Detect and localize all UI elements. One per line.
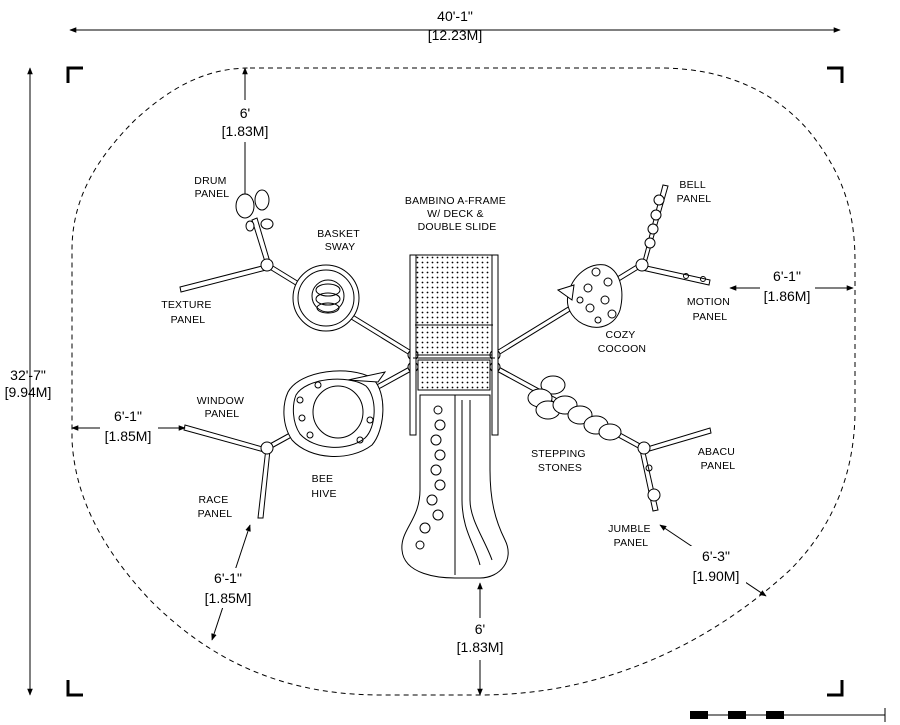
abacu-panel-label: ABACU PANEL xyxy=(698,446,738,472)
cozy-cocoon-label: COZY COCOON xyxy=(598,329,646,355)
window-panel-label: WINDOW PANEL xyxy=(197,395,247,420)
depth-dimension-label: 32'-7" xyxy=(10,367,46,383)
component-labels: BAMBINO A-FRAME W/ DECK & DOUBLE SLIDE D… xyxy=(161,175,738,549)
bee-hive-label: BEE HIVE xyxy=(311,473,336,500)
use-zone-boundary xyxy=(71,67,856,696)
right-clearance-label: 6'-1" xyxy=(773,268,801,284)
width-dimension-label: 40'-1" xyxy=(437,8,473,24)
top-clearance-label: 6' xyxy=(240,105,250,121)
left-clearance-metric: [1.85M] xyxy=(105,428,152,444)
bell-panel-label: BELL PANEL xyxy=(677,179,712,205)
drum-panel-label: DRUM PANEL xyxy=(194,175,229,200)
lower-left-clearance-label: 6'-1" xyxy=(214,570,242,586)
bottom-clearance-label: 6' xyxy=(475,621,485,637)
drum-panel-graphic xyxy=(235,189,274,232)
top-clearance-metric: [1.83M] xyxy=(222,123,269,139)
stepping-stones-label: STEPPING STONES xyxy=(531,448,589,474)
right-clearance-metric: [1.86M] xyxy=(764,288,811,304)
lower-right-clearance-label: 6'-3" xyxy=(702,548,730,564)
cozy-cocoon-graphic xyxy=(556,264,623,328)
left-clearance-label: 6'-1" xyxy=(114,408,142,424)
basket-sway-graphic xyxy=(292,264,360,332)
depth-dimension-metric: [9.94M] xyxy=(5,384,52,400)
jumble-panel-label: JUMBLE PANEL xyxy=(608,523,654,549)
race-panel-label: RACE PANEL xyxy=(198,494,233,520)
stepping-stones-graphic xyxy=(527,375,622,441)
basket-sway-label: BASKET SWAY xyxy=(317,228,363,253)
scale-bar xyxy=(690,708,886,722)
jumble-panel-graphic xyxy=(645,464,661,502)
center-label: BAMBINO A-FRAME W/ DECK & DOUBLE SLIDE xyxy=(405,195,509,233)
corner-marks xyxy=(66,66,844,697)
a-frame-deck-graphic xyxy=(409,254,499,436)
lower-right-clearance-metric: [1.90M] xyxy=(693,568,740,584)
motion-panel-label: MOTION PANEL xyxy=(687,296,733,323)
double-slide-graphic xyxy=(401,394,509,579)
lower-left-clearance-metric: [1.85M] xyxy=(205,590,252,606)
bottom-clearance-metric: [1.83M] xyxy=(457,639,504,655)
bee-hive-graphic xyxy=(283,370,387,457)
motion-panel-graphic xyxy=(683,273,706,282)
texture-panel-label: TEXTURE PANEL xyxy=(161,299,215,326)
width-dimension-metric: [12.23M] xyxy=(428,27,482,43)
bell-panel-graphic xyxy=(644,194,665,249)
